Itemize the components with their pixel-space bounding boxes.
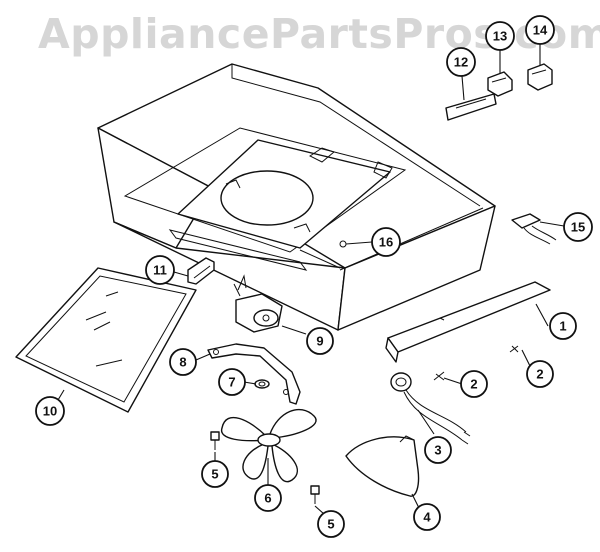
callout-label-10: 10 xyxy=(43,404,57,419)
callout-label-12: 12 xyxy=(454,55,468,70)
callout-12: 12 xyxy=(446,47,476,77)
part-damper-plate xyxy=(385,281,551,363)
callout-1: 1 xyxy=(549,312,577,340)
part-terminal-block xyxy=(511,213,557,245)
callout-11: 11 xyxy=(145,255,175,285)
callout-2-left: 2 xyxy=(460,370,488,398)
callout-4: 4 xyxy=(413,503,441,531)
watermark-text: AppliancePartsPros.com xyxy=(38,10,600,58)
callout-5-left: 5 xyxy=(201,460,229,488)
callout-label-3: 3 xyxy=(434,443,441,458)
part-nut xyxy=(254,379,270,389)
callout-label-1: 1 xyxy=(559,319,566,334)
callout-8: 8 xyxy=(169,348,197,376)
callout-label-8: 8 xyxy=(179,355,186,370)
callout-label-2a: 2 xyxy=(536,367,543,382)
callout-label-4: 4 xyxy=(423,510,431,525)
callout-label-16: 16 xyxy=(379,235,393,250)
part-switch-bracket xyxy=(187,257,215,285)
part-fan-motor xyxy=(233,274,283,333)
callout-15: 15 xyxy=(563,212,593,242)
callout-label-15: 15 xyxy=(571,220,585,235)
callout-label-11: 11 xyxy=(153,263,167,278)
callout-9: 9 xyxy=(306,327,334,355)
callout-label-5b: 5 xyxy=(327,517,334,532)
callout-label-5a: 5 xyxy=(211,467,218,482)
callout-label-9: 9 xyxy=(316,334,323,349)
part-screw-5b xyxy=(310,485,320,504)
callout-label-6: 6 xyxy=(264,491,271,506)
callout-13: 13 xyxy=(485,21,515,51)
callout-10: 10 xyxy=(35,396,65,426)
part-lamp-lens xyxy=(345,435,420,497)
callout-3: 3 xyxy=(424,436,452,464)
callout-label-14: 14 xyxy=(533,23,548,38)
callout-5-right: 5 xyxy=(317,510,345,538)
part-switch-14 xyxy=(527,63,553,91)
callout-7: 7 xyxy=(218,368,246,396)
part-switch-plate xyxy=(445,93,497,121)
callout-14: 14 xyxy=(525,15,555,45)
callout-2-right: 2 xyxy=(526,360,554,388)
part-screw-2b xyxy=(433,371,445,381)
part-fan-blade xyxy=(221,408,317,483)
part-switch-13 xyxy=(487,71,513,97)
part-light-socket xyxy=(390,372,471,445)
callout-label-2b: 2 xyxy=(470,377,477,392)
callout-16: 16 xyxy=(371,227,401,257)
callout-6: 6 xyxy=(254,484,282,512)
part-screw-5a xyxy=(210,431,220,450)
callout-label-7: 7 xyxy=(228,375,235,390)
range-hood-housing xyxy=(97,63,496,331)
part-motor-bracket xyxy=(207,343,301,405)
leader-lines xyxy=(57,42,565,515)
part-grease-filter xyxy=(15,267,197,413)
part-screw-2a xyxy=(509,345,519,353)
callout-label-13: 13 xyxy=(493,29,507,44)
